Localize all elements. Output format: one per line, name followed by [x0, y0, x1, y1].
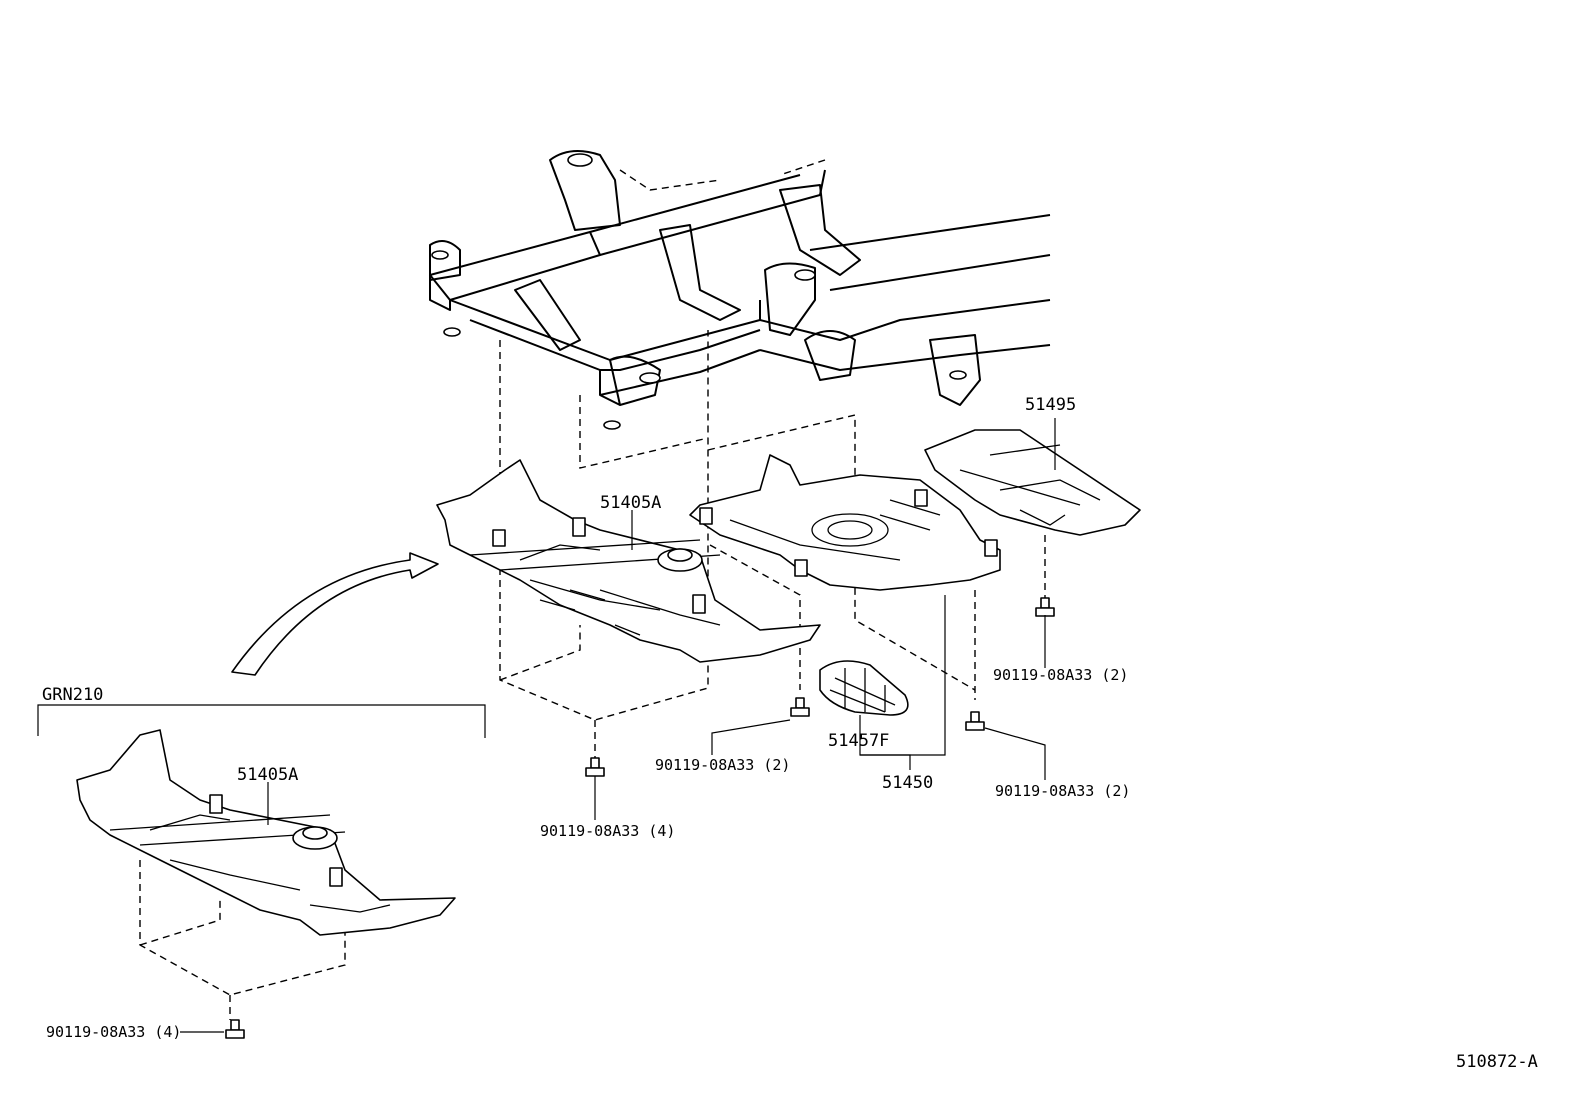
figure-code: 510872-A [1456, 1052, 1538, 1072]
variant-label: GRN210 [42, 685, 103, 705]
callout-bolt-right-b: 90119-08A33 (2) [995, 782, 1130, 800]
callout-51495: 51495 [1025, 395, 1076, 415]
callout-51457F: 51457F [828, 731, 889, 751]
callout-bolt-mid: 90119-08A33 (2) [655, 756, 790, 774]
bolt-icon [1035, 597, 1055, 617]
leader-lines [180, 418, 1056, 1033]
assembly-guides [139, 330, 1046, 1020]
callout-bolt-right-a: 90119-08A33 (2) [993, 666, 1128, 684]
bolt-icon [225, 1019, 245, 1039]
callout-51450: 51450 [882, 773, 933, 793]
bolt-icon [790, 697, 810, 717]
callout-bolt-variant: 90119-08A33 (4) [46, 1023, 181, 1041]
callout-labels: 51405A 51495 51457F 51450 51405A GRN210 … [42, 395, 1538, 1072]
callout-bolt-front: 90119-08A33 (4) [540, 822, 675, 840]
vehicle-frame [429, 150, 1051, 430]
center-cover-51450 [689, 454, 1001, 591]
bolt-icon [585, 757, 605, 777]
rear-cover-51495 [924, 429, 1141, 536]
arrow-icon [231, 552, 439, 676]
bolts [225, 597, 1055, 1039]
plate-51457F [819, 660, 909, 716]
variant-group [37, 704, 486, 936]
shield-51405A [436, 459, 821, 663]
callout-51405A-variant: 51405A [237, 765, 298, 785]
callout-51405A: 51405A [600, 493, 661, 513]
shield-51405A-variant [76, 729, 456, 936]
bolt-icon [965, 711, 985, 731]
